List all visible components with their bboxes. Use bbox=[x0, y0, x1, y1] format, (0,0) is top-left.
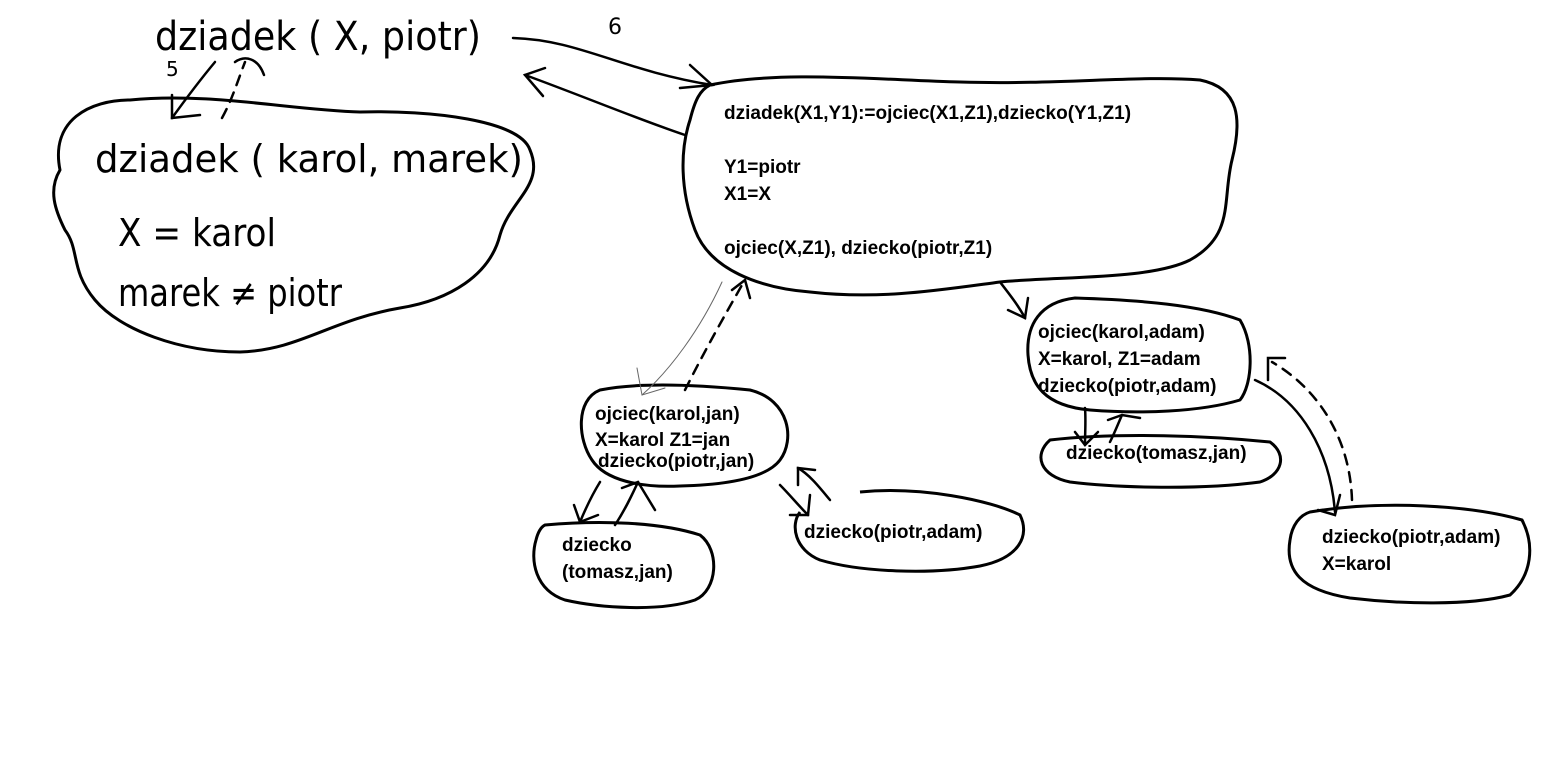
arrow-jan-back bbox=[683, 283, 744, 392]
arrow-child-b-back bbox=[796, 466, 832, 502]
arrow-child-b-back-head bbox=[796, 466, 817, 487]
arrow-query-to-left-result bbox=[170, 60, 217, 120]
left-result-line3: marek ≠ piotr bbox=[118, 271, 342, 315]
jan-branch-line3: dziecko(piotr,jan) bbox=[598, 451, 754, 472]
arrow-jan-to-child-b bbox=[778, 483, 810, 517]
jan-child-b-line1: dziecko(piotr,adam) bbox=[804, 522, 982, 543]
adam-child-a-line1: dziecko(tomasz,jan) bbox=[1066, 443, 1247, 464]
adam-child-a-bubble bbox=[1039, 434, 1282, 489]
jan-child-a-bubble bbox=[532, 520, 716, 610]
arrow-child-b2-back-head bbox=[1266, 356, 1287, 382]
arrow-query-to-rule-head bbox=[678, 63, 715, 90]
jan-child-b-bubble bbox=[793, 489, 1026, 573]
arrow-adam-to-child-b bbox=[1253, 378, 1337, 514]
adam-branch-line1: ojciec(karol,adam) bbox=[1038, 322, 1205, 343]
rule-node-line3: X1=X bbox=[724, 184, 771, 205]
adam-child-b-line2: X=karol bbox=[1322, 554, 1391, 575]
query-text: dziadek ( X, piotr) bbox=[155, 14, 481, 60]
jan-branch-line2: X=karol Z1=jan bbox=[595, 430, 730, 451]
arrow-child-a2-back bbox=[1108, 413, 1124, 444]
arrow-rule-to-adam bbox=[998, 280, 1027, 320]
arrow-left-result-back bbox=[220, 60, 247, 120]
jan-branch-bubble bbox=[579, 383, 790, 488]
rule-node-line4: ojciec(X,Z1), dziecko(piotr,Z1) bbox=[724, 238, 992, 259]
arrow-adam-to-child-a-head bbox=[1073, 430, 1100, 447]
adam-branch-line2: X=karol, Z1=adam bbox=[1038, 349, 1201, 370]
arrow-query-to-rule bbox=[511, 36, 714, 87]
arrow-adam-to-child-b-head bbox=[1316, 493, 1342, 517]
arrow-rule-to-jan-head bbox=[636, 367, 666, 396]
rule-node-line1: dziadek(X1,Y1):=ojciec(X1,Z1),dziecko(Y1… bbox=[724, 103, 1131, 124]
adam-branch-bubble bbox=[1026, 296, 1252, 414]
step-number-forward: 6 bbox=[608, 15, 622, 40]
left-result-bubble bbox=[52, 96, 536, 354]
jan-child-a-line1: dziecko bbox=[562, 535, 632, 556]
rule-node-bubble bbox=[681, 75, 1239, 297]
arrow-child-b2-back bbox=[1270, 360, 1354, 502]
arrow-query-to-left-result-head bbox=[170, 93, 202, 120]
rule-node-line2: Y1=piotr bbox=[724, 157, 801, 178]
left-result-line2: X = karol bbox=[118, 211, 276, 255]
arrow-rule-to-adam-head bbox=[1006, 296, 1030, 320]
arrow-left-result-back-head bbox=[233, 57, 266, 77]
adam-branch-line3: dziecko(piotr,adam) bbox=[1038, 376, 1216, 397]
arrow-jan-to-child-b-head bbox=[788, 493, 812, 517]
left-result-line1: dziadek ( karol, marek) bbox=[95, 137, 523, 181]
step-number-back: 5 bbox=[166, 57, 179, 81]
arrow-rule-to-jan bbox=[641, 281, 723, 396]
arrow-child-a2-back-head bbox=[1106, 413, 1142, 422]
arrow-jan-to-child-a-head bbox=[572, 503, 600, 524]
arrow-rule-to-left-head bbox=[522, 66, 547, 98]
arrow-jan-back-head bbox=[730, 277, 752, 300]
arrow-jan-to-child-a bbox=[578, 480, 602, 524]
adam-child-b-line1: dziecko(piotr,adam) bbox=[1322, 527, 1500, 548]
arrow-child-a-back-head bbox=[620, 480, 657, 512]
jan-child-a-line2: (tomasz,jan) bbox=[562, 562, 673, 583]
arrow-rule-to-left bbox=[523, 73, 687, 137]
jan-branch-line1: ojciec(karol,jan) bbox=[595, 404, 740, 425]
arrow-child-a-back bbox=[613, 480, 640, 527]
adam-child-b-bubble bbox=[1287, 503, 1532, 605]
